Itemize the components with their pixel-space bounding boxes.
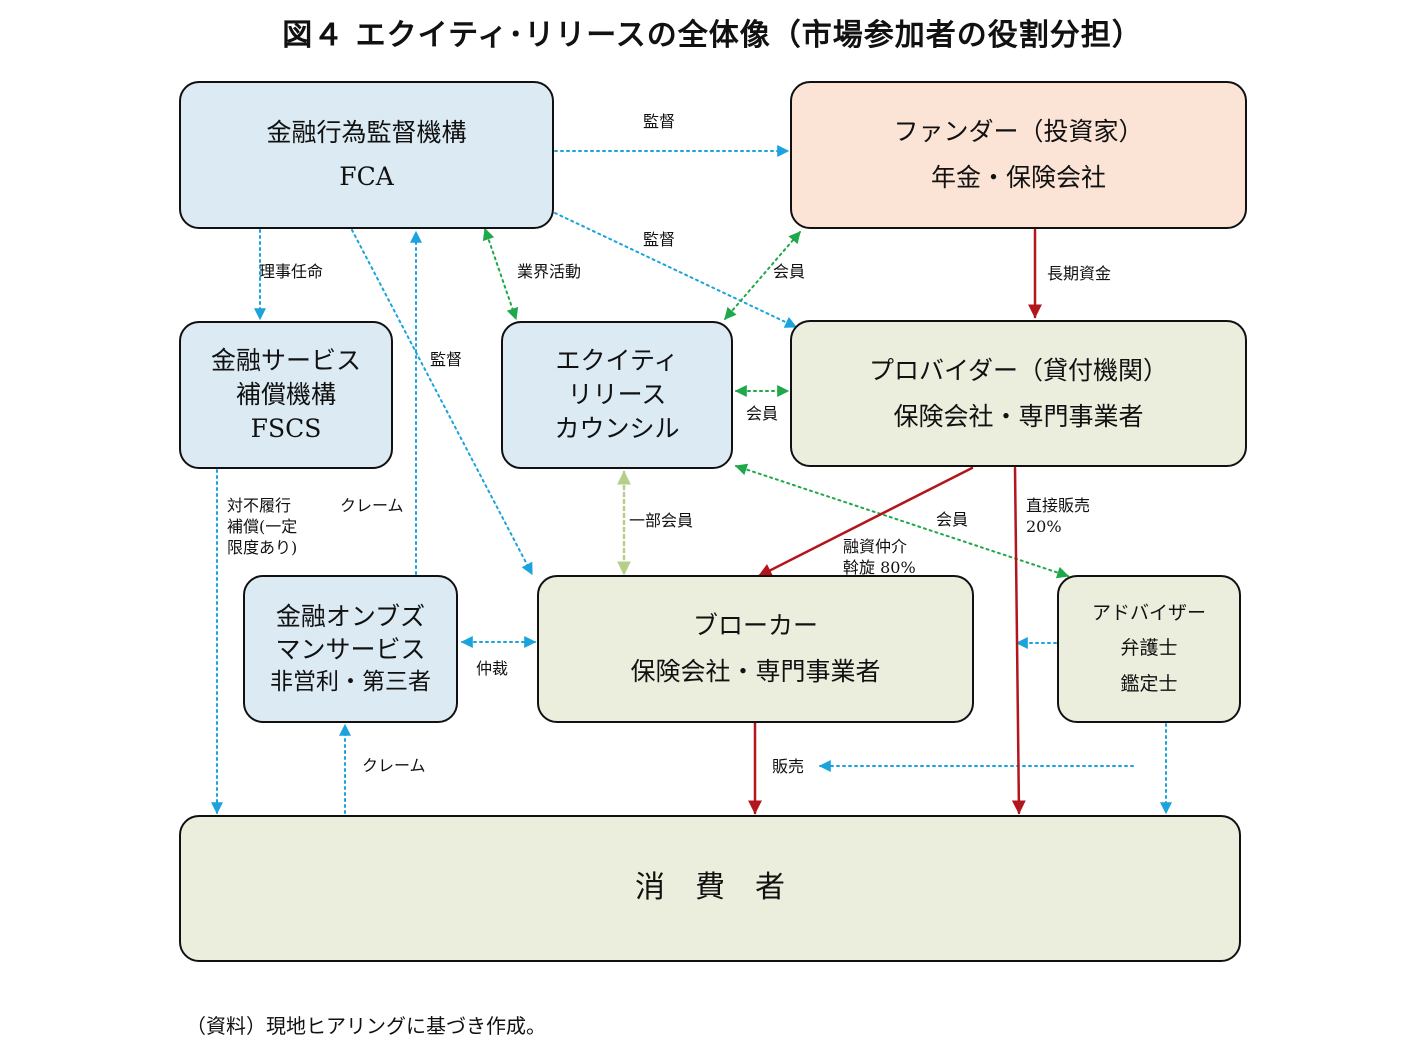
box-equity-release-council: エクイティ リリース カウンシル	[501, 321, 733, 469]
label-supervise-provider: 監督	[643, 230, 676, 249]
label-compensation-1: 対不履行	[227, 496, 292, 515]
label-claim-top: クレーム	[340, 496, 404, 515]
label-partial-member: 一部会員	[629, 511, 694, 530]
broker-desc: 保険会社・専門事業者	[630, 657, 881, 686]
box-fca: 金融行為監督機構 FCA	[179, 81, 554, 229]
provider-desc: 保険会社・専門事業者	[893, 401, 1144, 431]
label-industry: 業界活動	[517, 262, 582, 281]
arrow-provider-consumer	[1011, 466, 1026, 815]
adviser-name: アドバイザー	[1091, 601, 1206, 624]
label-supervise-funder: 監督	[643, 112, 676, 131]
label-brokerage-1: 融資仲介	[843, 537, 908, 556]
label-compensation: 対不履行 補償(一定 限度あり)	[227, 496, 297, 558]
adviser-appraiser: 鑑定士	[1120, 672, 1178, 695]
erc-name-3: カウンシル	[554, 413, 680, 443]
source-note: （資料）現地ヒアリングに基づき作成。	[186, 1014, 546, 1038]
arrow-erc-funder	[724, 231, 801, 320]
fca-name: 金融行為監督機構	[266, 118, 467, 148]
label-long-term-funds: 長期資金	[1047, 264, 1112, 283]
arrow-fca-provider	[554, 212, 798, 328]
label-direct-sales: 直接販売 20%	[1026, 496, 1090, 538]
fscs-name-2: 補償機構	[235, 380, 336, 410]
fca-abbr: FCA	[339, 162, 394, 191]
label-compensation-2: 補償(一定	[227, 516, 298, 536]
erc-name-1: エクイティ	[555, 346, 679, 376]
fscs-abbr: FSCS	[250, 413, 322, 443]
box-adviser: アドバイザー 弁護士 鑑定士	[1057, 575, 1241, 723]
box-broker: ブローカー 保険会社・専門事業者	[537, 575, 974, 723]
fos-desc: 非営利・第三者	[270, 669, 431, 696]
arrow-fca-erc	[482, 227, 519, 321]
provider-name: プロバイダー（貸付機関）	[868, 355, 1168, 385]
funder-desc: 年金・保険会社	[930, 163, 1106, 192]
label-supervise-broker: 監督	[430, 350, 463, 369]
arrow-provider-broker	[757, 466, 974, 578]
label-brokerage-2: 斡旋 80%	[843, 557, 916, 577]
label-compensation-3: 限度あり)	[227, 537, 298, 557]
label-direct-sales-2: 20%	[1026, 516, 1062, 536]
label-mediation: 仲裁	[476, 659, 509, 678]
fscs-name-1: 金融サービス	[210, 346, 361, 376]
label-member-provider: 会員	[746, 404, 779, 423]
erc-name-2: リリース	[567, 380, 667, 410]
fos-name-2: マンサービス	[275, 635, 426, 665]
box-provider: プロバイダー（貸付機関） 保険会社・専門事業者	[790, 320, 1247, 467]
label-appoint: 理事任命	[259, 262, 324, 281]
label-brokerage: 融資仲介 斡旋 80%	[843, 537, 916, 579]
adviser-lawyer: 弁護士	[1120, 637, 1178, 660]
box-funder: ファンダー（投資家） 年金・保険会社	[790, 81, 1247, 229]
label-member-adviser: 会員	[936, 510, 969, 529]
label-member-funder: 会員	[773, 262, 806, 281]
arrow-fca-broker	[351, 229, 533, 576]
consumer-name: 消 費 者	[635, 870, 785, 906]
box-ombudsman: 金融オンブズ マンサービス 非営利・第三者	[243, 575, 458, 723]
box-consumer: 消 費 者	[179, 815, 1241, 962]
label-sales: 販売	[772, 757, 805, 776]
broker-name: ブローカー	[692, 611, 818, 641]
label-direct-sales-1: 直接販売	[1026, 496, 1091, 515]
arrow-erc-adviser	[734, 463, 1070, 579]
box-fscs: 金融サービス 補償機構 FSCS	[179, 321, 393, 469]
label-claim-bottom: クレーム	[362, 756, 426, 775]
page-title: 図４ エクイティ･リリースの全体像（市場参加者の役割分担）	[282, 18, 1143, 53]
fos-name-1: 金融オンブズ	[275, 601, 426, 631]
funder-name: ファンダー（投資家）	[893, 117, 1144, 147]
